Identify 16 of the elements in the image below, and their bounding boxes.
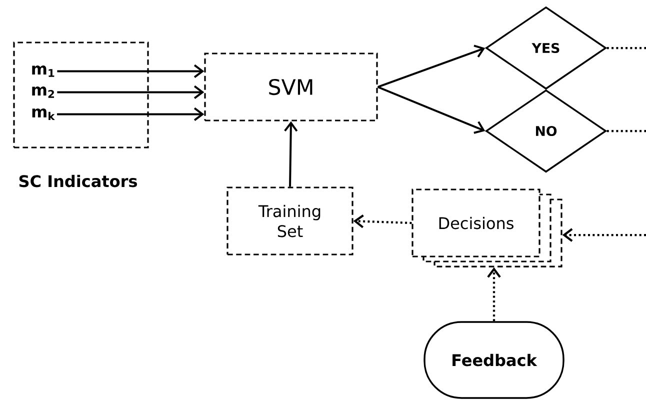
- arrow: [57, 64, 204, 78]
- arrow: [57, 85, 204, 100]
- arrow: [353, 214, 412, 228]
- process-box: Training Set: [226, 186, 354, 256]
- indicator-label: m$_{1}$: [32, 66, 54, 77]
- arrow: [487, 267, 501, 322]
- arrow: [562, 228, 646, 242]
- arrow: [377, 44, 486, 88]
- process-box: SVM: [204, 52, 378, 122]
- arrow: [57, 107, 204, 122]
- indicator-label: m$_{2}$: [32, 86, 54, 98]
- document-stack: Decisions: [412, 188, 562, 268]
- arrow: [284, 121, 298, 187]
- group-heading: SC Indicators: [19, 174, 137, 188]
- indicator-label: m$_{k}$: [32, 108, 55, 120]
- arrow: [377, 86, 486, 134]
